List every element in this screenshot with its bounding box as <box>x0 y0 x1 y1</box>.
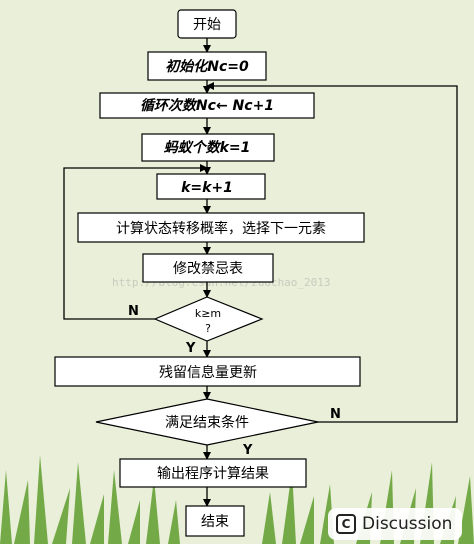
compute-probability-label: 计算状态转移概率，选择下一元素 <box>116 220 326 237</box>
k-increment-node: k=k+1 <box>156 173 266 200</box>
modify-tabu-node: 修改禁忌表 <box>142 253 274 283</box>
k-increment-label: k=k+1 <box>181 180 233 196</box>
decision-k-node: k≥m ? <box>153 296 264 342</box>
output-node: 输出程序计算结果 <box>119 458 307 488</box>
copyright-c-icon: C <box>336 514 356 534</box>
decision-k-label: k≥m <box>195 307 221 320</box>
end-node: 结束 <box>185 505 245 537</box>
decision-k-question: ? <box>205 322 211 335</box>
ant-count-label: 蚂蚁个数k=1 <box>164 139 251 156</box>
modify-tabu-label: 修改禁忌表 <box>173 261 243 277</box>
end-yes-label: Y <box>242 443 253 458</box>
compute-probability-node: 计算状态转移概率，选择下一元素 <box>77 212 365 243</box>
loop-nc-node: 循环次数Nc← Nc+1 <box>99 92 315 119</box>
init-nc-label: 初始化Nc=0 <box>165 58 249 75</box>
discussion-badge[interactable]: C Discussion <box>328 508 462 540</box>
update-pheromone-node: 残留信息量更新 <box>54 356 361 387</box>
start-label: 开始 <box>193 17 221 33</box>
discussion-label: Discussion <box>362 514 453 534</box>
output-label: 输出程序计算结果 <box>157 466 269 482</box>
end-label: 结束 <box>201 514 229 530</box>
init-nc-node: 初始化Nc=0 <box>147 51 267 81</box>
ant-count-node: 蚂蚁个数k=1 <box>141 133 275 162</box>
update-pheromone-label: 残留信息量更新 <box>159 364 257 381</box>
decision-end-label: 满足结束条件 <box>165 414 249 431</box>
loop-nc-label: 循环次数Nc← Nc+1 <box>140 97 274 114</box>
connectors <box>63 38 458 507</box>
k-yes-label: Y <box>185 341 196 356</box>
decision-end-node: 满足结束条件 <box>95 398 319 446</box>
start-node: 开始 <box>177 9 237 39</box>
end-no-label: N <box>330 407 341 422</box>
k-no-label: N <box>128 304 139 319</box>
